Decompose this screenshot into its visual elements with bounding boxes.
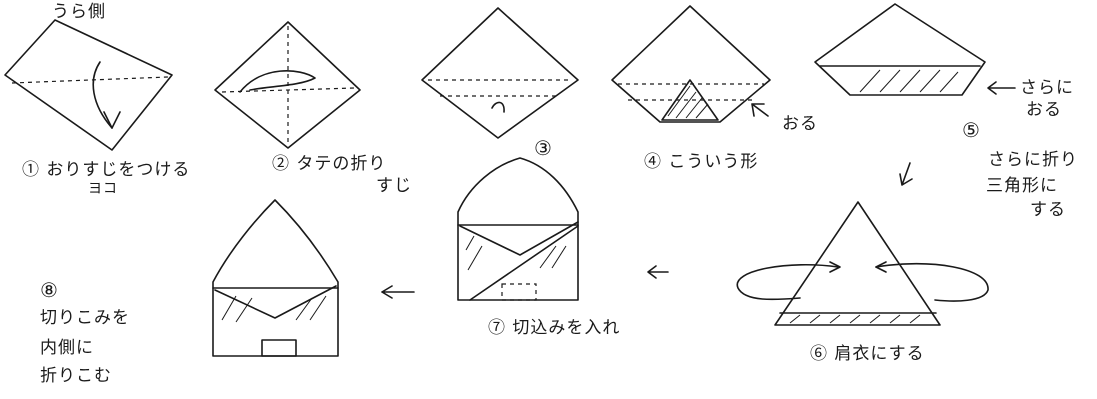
- step5-note-1: さらに折り: [988, 150, 1078, 171]
- step1-caption: ① おりすじをつける: [22, 160, 190, 181]
- step3-number: ③: [534, 136, 553, 161]
- step5-number: ⑤: [962, 118, 981, 143]
- sara-ni-label-1: さらに: [1020, 78, 1074, 99]
- flow-arrow-icon: [648, 266, 668, 278]
- step8-caption-2: 内側に: [40, 338, 94, 359]
- step5-figure: [815, 4, 1015, 185]
- step2-caption: ② タテの折り: [272, 154, 386, 175]
- fold-arrow-icon: [492, 102, 504, 112]
- step3-figure: [422, 8, 578, 138]
- step5-note-2: 三角形に: [986, 176, 1058, 197]
- step8-caption-1: 切りこみを: [40, 308, 130, 329]
- pointer-arrow-icon: [752, 104, 768, 116]
- fold-arrow-icon: [876, 264, 988, 301]
- pointer-arrow-icon: [988, 82, 1015, 94]
- step2-caption-sub: すじ: [376, 176, 412, 197]
- step7-caption: ⑦ 切込みを入れ: [488, 318, 620, 339]
- fold-arrow-icon: [93, 62, 112, 128]
- step8-figure: [213, 200, 338, 356]
- step7-figure: [458, 158, 578, 300]
- step1-figure: [5, 20, 172, 150]
- sara-ni-label-2: おる: [1026, 100, 1062, 121]
- flow-arrow-icon: [382, 286, 414, 298]
- oru-label: おる: [782, 114, 818, 135]
- step4-caption: ④ こういう形: [644, 152, 758, 173]
- step1-caption-sub: ヨコ: [88, 181, 118, 199]
- fold-arrow-icon: [240, 71, 315, 92]
- step4-figure: [612, 6, 770, 122]
- ura-gawa-label: うら側: [52, 2, 106, 23]
- step6-caption: ⑥ 肩衣にする: [810, 344, 925, 365]
- flow-arrow-icon: [900, 163, 912, 185]
- step8-caption-3: 折りこむ: [40, 366, 112, 387]
- step2-figure: [215, 22, 360, 148]
- fold-arrow-icon: [737, 265, 838, 300]
- step6-figure: [737, 202, 988, 325]
- step8-number: ⑧: [40, 278, 59, 303]
- step5-note-3: する: [1030, 200, 1066, 221]
